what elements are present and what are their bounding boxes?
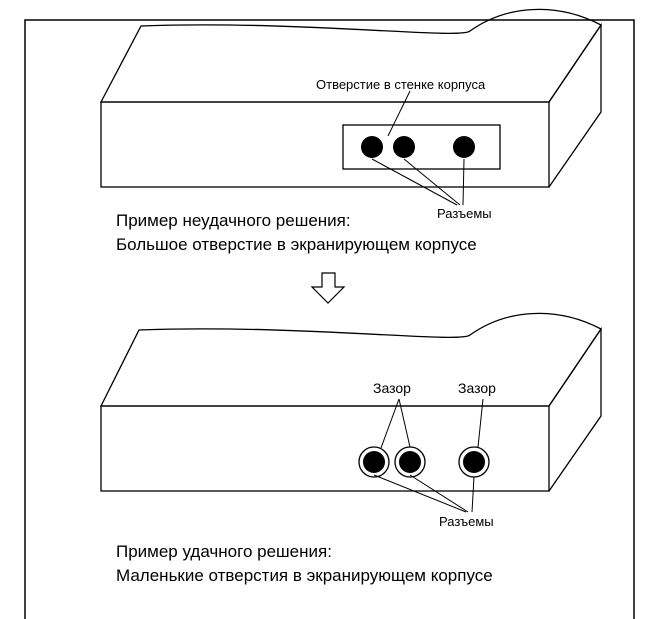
gap-label-left: Зазор (373, 380, 411, 396)
top-connectors (361, 136, 475, 158)
top-enclosure-top-edge (99, 8, 602, 103)
opening-label: Отверстие в стенке корпуса (316, 77, 486, 92)
good-example-caption-title: Пример удачного решения: (116, 542, 332, 561)
connector-with-gap-1 (358, 446, 390, 478)
large-opening (342, 124, 501, 170)
top-leaders (371, 90, 465, 206)
gap-label-right: Зазор (458, 380, 496, 396)
bottom-enclosure (99, 312, 602, 492)
bottom-enclosure-side-face (548, 326, 602, 492)
top-enclosure-side-face (548, 22, 602, 188)
connector-with-gap-2 (394, 446, 426, 478)
figure-frame (24, 19, 635, 619)
bottom-connectors-label: Разъемы (439, 514, 494, 529)
bad-example-caption-text: Большое отверстие в экранирующем корпусе (116, 235, 477, 254)
connector-1 (361, 136, 383, 158)
arrow-down-icon (310, 272, 346, 304)
top-enclosure-front-face (100, 101, 550, 188)
bad-example-caption-title: Пример неудачного решения: (116, 211, 351, 230)
bottom-enclosure-top-edge (99, 312, 602, 407)
top-connectors-label: Разъемы (437, 206, 492, 221)
bottom-enclosure-front-face (100, 405, 550, 492)
bottom-connectors (358, 446, 490, 478)
connector-2 (393, 136, 415, 158)
top-enclosure (99, 8, 602, 188)
connector-with-gap-3 (458, 446, 490, 478)
good-example-caption-text: Маленькие отверстия в экранирующем корпу… (116, 566, 493, 585)
bottom-leaders (373, 398, 484, 513)
connector-3 (453, 136, 475, 158)
